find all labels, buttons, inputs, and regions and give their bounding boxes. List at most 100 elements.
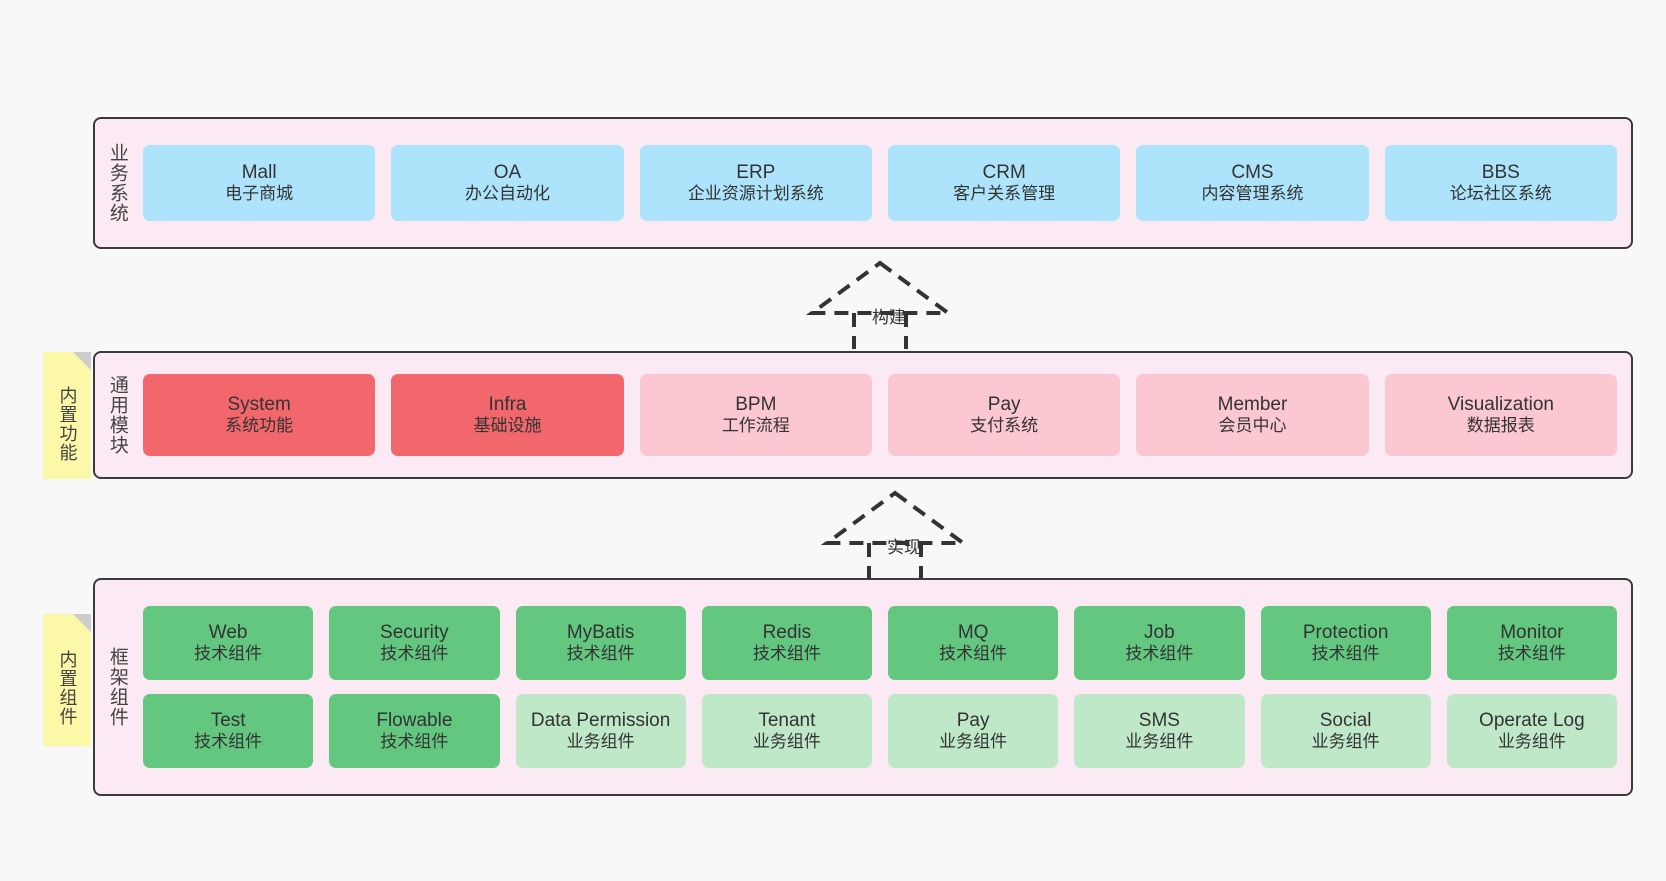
card-title: Flowable [376, 710, 453, 732]
card-subtitle: 业务组件 [1311, 732, 1380, 752]
card-title: Social [1319, 710, 1372, 732]
card-title: MyBatis [566, 622, 635, 644]
card-title: Protection [1302, 622, 1389, 644]
card-subtitle: 系统功能 [225, 416, 294, 436]
card-title: BPM [735, 394, 777, 416]
card-title: Monitor [1500, 622, 1564, 644]
card-title: Data Permission [530, 710, 671, 732]
card-subtitle: 会员中心 [1218, 416, 1287, 436]
connector-build: 构建 [800, 257, 960, 349]
card-subtitle: 企业资源计划系统 [687, 184, 824, 204]
connector-build-label: 构建 [872, 308, 906, 327]
card-title: Infra [488, 394, 527, 416]
layer-label-common-modules: 通用模块 [106, 375, 128, 455]
card-subtitle: 技术组件 [939, 644, 1008, 664]
card-title: ERP [736, 162, 776, 184]
card-subtitle: 论坛社区系统 [1449, 184, 1552, 204]
card-title: Job [1144, 622, 1175, 644]
card-subtitle: 业务组件 [1125, 732, 1194, 752]
card-title: MQ [957, 622, 989, 644]
card-title: OA [493, 162, 522, 184]
connector-implement-label: 实现 [887, 538, 921, 557]
card-title: Web [208, 622, 248, 644]
sticky-tab-builtin-features: 内置功能 [43, 352, 91, 479]
sticky-tab-builtin-features-label: 内置功能 [57, 385, 78, 462]
card-subtitle: 技术组件 [1311, 644, 1380, 664]
card-title: Operate Log [1479, 710, 1585, 732]
card-subtitle: 内容管理系统 [1201, 184, 1304, 204]
card-title: SMS [1138, 710, 1180, 732]
card-subtitle: 业务组件 [939, 732, 1008, 752]
card-title: System [227, 394, 291, 416]
card-title: CMS [1231, 162, 1274, 184]
card-title: Security [380, 622, 449, 644]
card-subtitle: 办公自动化 [464, 184, 550, 204]
card-title: Test [210, 710, 246, 732]
card-subtitle: 客户关系管理 [953, 184, 1056, 204]
card-subtitle: 电子商城 [225, 184, 294, 204]
connector-implement: 实现 [815, 487, 975, 579]
card-title: Pay [987, 394, 1021, 416]
card-subtitle: 业务组件 [566, 732, 635, 752]
card-title: CRM [982, 162, 1026, 184]
card-subtitle: 业务组件 [752, 732, 821, 752]
card-subtitle: 支付系统 [970, 416, 1039, 436]
layer-label-business-systems: 业务系统 [106, 143, 128, 223]
sticky-tab-builtin-components-label: 内置组件 [57, 650, 78, 726]
card-subtitle: 技术组件 [380, 732, 449, 752]
card-title: Pay [956, 710, 990, 732]
card-subtitle: 技术组件 [1497, 644, 1566, 664]
card-subtitle: 技术组件 [194, 644, 263, 664]
layer-label-framework-components: 框架组件 [106, 647, 128, 727]
sticky-tab-builtin-components: 内置组件 [43, 614, 91, 746]
card-title: Mall [241, 162, 277, 184]
card-subtitle: 基础设施 [473, 416, 542, 436]
card-title: Tenant [758, 710, 816, 732]
card-subtitle: 数据报表 [1466, 416, 1535, 436]
card-title: BBS [1481, 162, 1520, 184]
card-title: Visualization [1447, 394, 1554, 416]
card-subtitle: 技术组件 [1125, 644, 1194, 664]
card-subtitle: 技术组件 [752, 644, 821, 664]
card-subtitle: 技术组件 [380, 644, 449, 664]
